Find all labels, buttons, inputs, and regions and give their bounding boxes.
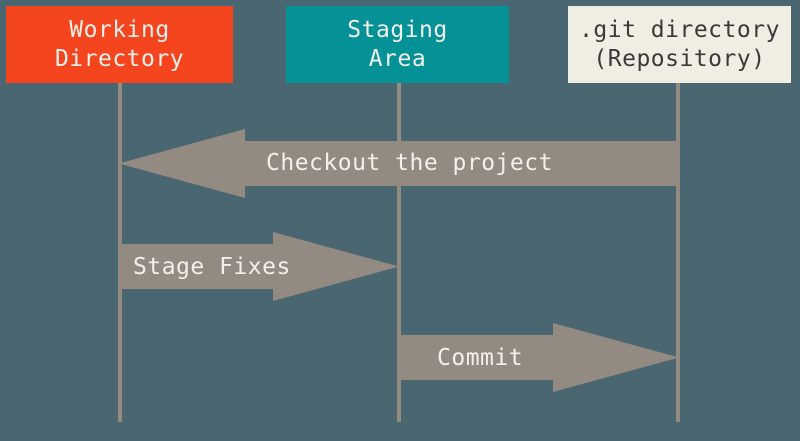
arrow-commit-shape [399,323,679,392]
node-working-directory-line1: Working [69,17,170,44]
lifeline-git-directory [676,83,680,422]
arrow-label-stage-fixes: Stage Fixes [133,254,291,280]
node-staging-area: Staging Area [286,6,509,83]
node-git-directory: .git directory (Repository) [568,6,791,83]
node-staging-area-line2: Area [368,45,427,72]
lifeline-staging-area [397,83,401,422]
arrow-stage-fixes-shape [119,232,399,301]
node-staging-area-line1: Staging [347,17,448,44]
arrow-label-commit: Commit [437,345,524,371]
node-git-directory-line1: .git directory [579,17,780,44]
node-git-directory-line2: (Repository) [593,45,766,72]
node-working-directory-line2: Directory [54,45,185,72]
arrow-checkout [119,128,679,199]
node-working-directory: Working Directory [6,6,233,83]
arrow-checkout-shape [119,129,679,198]
arrow-stage-fixes [119,231,399,302]
arrow-commit [399,322,679,393]
arrow-label-checkout: Checkout the project [266,150,553,176]
